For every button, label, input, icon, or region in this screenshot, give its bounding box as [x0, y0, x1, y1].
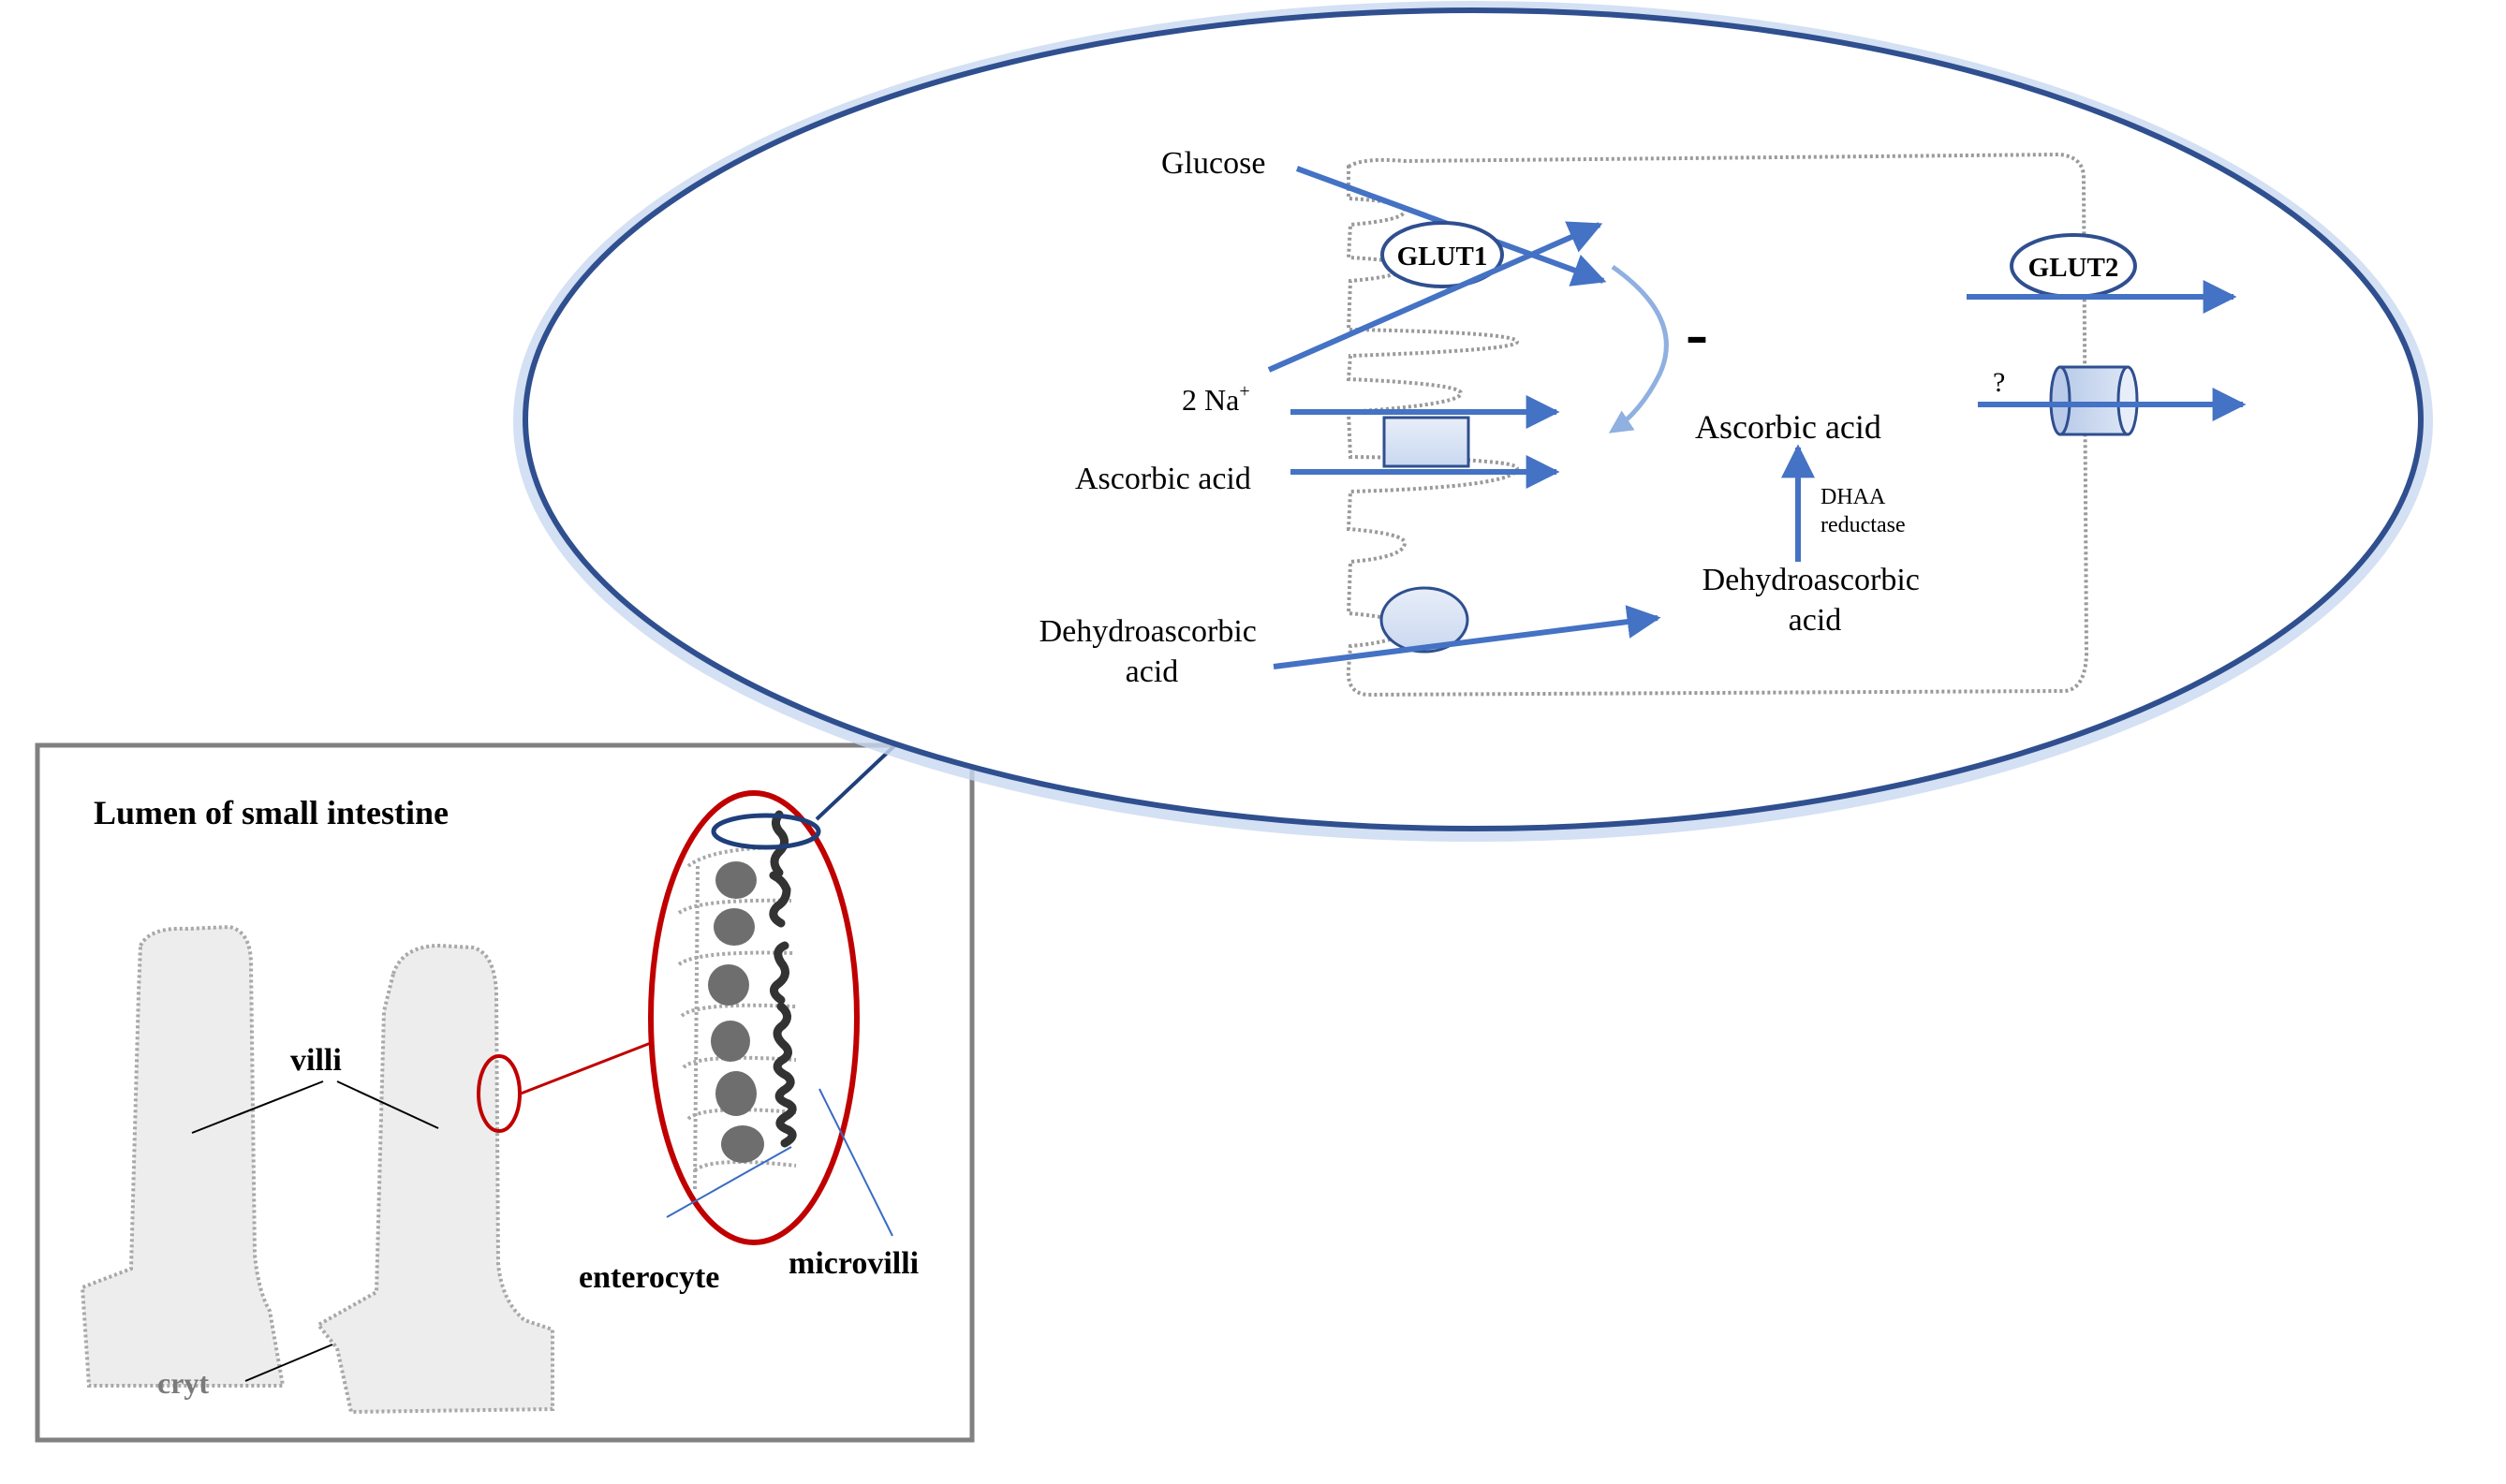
nucleus [708, 964, 749, 1006]
villi-leader-left [191, 1080, 324, 1134]
glut2-label: GLUT2 [2028, 253, 2119, 283]
channel-left-cap [2049, 365, 2071, 436]
enterocyte-zoom [648, 790, 860, 1245]
dhaa-cell-line1: Dehydroascorbic [1703, 563, 1920, 597]
nucleus [714, 908, 755, 946]
enterocyte-label: enterocyte [579, 1260, 719, 1295]
glut-dhaa-transporter [1379, 586, 1469, 654]
dhaa-arrow [1273, 605, 1661, 669]
glut1-transporter [1380, 221, 1504, 288]
crypt-label: cryt [157, 1366, 209, 1400]
inset-panel: Lumen of small intestine villi cryt [35, 742, 975, 1443]
dhaa-reductase-label: DHAA reductase [1821, 485, 1906, 537]
glucose-label: Glucose [1161, 146, 1265, 181]
zoom-outline [523, 7, 2424, 831]
nucleus [721, 1125, 764, 1163]
dhaa-cell-label: Dehydroascorbic acid [1703, 563, 1928, 638]
microvilli-zoom-marker [711, 813, 821, 850]
enterocyte-leader [666, 1146, 792, 1218]
nucleus [711, 1021, 750, 1062]
dhaa-cell-line2: acid [1789, 603, 1842, 638]
villus-right [315, 943, 554, 1415]
microvilli-leader [818, 1088, 893, 1237]
nuclei [708, 861, 764, 1163]
sodium-text: 2 Na [1182, 383, 1239, 417]
villus-zoom-marker [477, 1054, 522, 1133]
sodium-label: 2 Na+ [1182, 381, 1250, 417]
villus-to-enterocyte-connector [520, 1039, 656, 1095]
nucleus [715, 861, 757, 899]
inhibition-curve-arrow [1608, 264, 1669, 433]
glut1-label: GLUT1 [1397, 242, 1488, 272]
sodium-arrow [1267, 221, 1603, 373]
dhaa-reductase-line2: reductase [1821, 513, 1906, 537]
inhibition-sign: - [1686, 296, 1708, 371]
villus-left [80, 924, 286, 1388]
inset-title: Lumen of small intestine [94, 794, 449, 831]
channel-right-cap [2116, 365, 2139, 436]
unknown-channel [2049, 365, 2139, 436]
dhaa-reductase-line1: DHAA [1821, 485, 1886, 509]
sodium-charge: + [1239, 381, 1249, 402]
svct-transporter [1382, 416, 1470, 468]
dhaa-lumen-line1: Dehydroascorbic [1039, 614, 1257, 649]
microvilli-label: microvilli [789, 1246, 919, 1281]
dhaa-lumen-line2: acid [1126, 654, 1179, 689]
crypt-leader [244, 1344, 333, 1382]
zoom-panel: Glucose GLUT1 2 Na+ - Ascorbic acid Dehy… [513, 1, 2433, 842]
nucleus [715, 1071, 757, 1116]
ascorbic-acid-lumen-label: Ascorbic acid [1075, 462, 1251, 496]
unknown-transporter-label: ? [1993, 367, 2005, 398]
villi-label: villi [290, 1043, 342, 1078]
channel-body [2058, 365, 2130, 436]
enterocyte-zoom-outline [648, 790, 860, 1245]
dhaa-lumen-label: Dehydroascorbic acid [1039, 614, 1265, 689]
villi-leader-right [336, 1080, 439, 1129]
ascorbic-acid-cell-label: Ascorbic acid [1695, 408, 1881, 446]
microvilli-border [769, 810, 797, 1148]
